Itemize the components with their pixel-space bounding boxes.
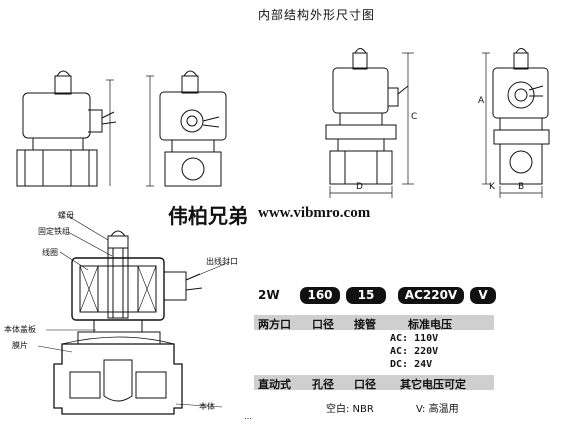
dim-label-b: B xyxy=(518,182,525,192)
voltage-ac110: AC: 110V xyxy=(390,333,439,344)
model-code-seal: V xyxy=(470,287,496,304)
band1-port-size: 口径 xyxy=(312,318,334,331)
model-code-voltage: AC220V xyxy=(398,287,464,304)
spec-band-2: 直动式 孔径 口径 其它电压可定 xyxy=(254,375,494,391)
callout-coil: 线圈 xyxy=(42,248,58,257)
brand-url[interactable]: www.vibmro.com xyxy=(258,205,371,221)
dimensioned-side-view xyxy=(482,48,550,198)
band2-orifice: 孔径 xyxy=(312,378,334,391)
band1-pipe: 接管 xyxy=(354,318,376,331)
band2-direct-acting: 直动式 xyxy=(258,378,291,391)
callout-nut: 螺母 xyxy=(58,211,74,220)
model-code-2w: 2W xyxy=(258,288,280,302)
callout-body-cover: 本体盖板 xyxy=(4,325,36,334)
callout-cable-seal: 出线封口 xyxy=(206,257,238,266)
band1-std-voltage: 标准电压 xyxy=(408,318,452,331)
dim-label-k: K xyxy=(489,182,495,192)
voltage-dc24: DC: 24V xyxy=(390,359,433,370)
callout-body: 本体 xyxy=(199,402,215,411)
band2-port-size: 口径 xyxy=(354,378,376,391)
cut-off-text: … xyxy=(244,412,252,421)
brand-name: 伟柏兄弟 xyxy=(168,204,248,228)
dim-label-d: D xyxy=(356,182,363,192)
cross-section-view xyxy=(37,215,231,415)
dim-label-a: A xyxy=(478,96,485,106)
seal-note-high-temp: V: 高温用 xyxy=(416,404,459,415)
dimensioned-front-view xyxy=(325,48,414,198)
voltage-ac220: AC: 220V xyxy=(390,346,439,357)
front-outline-view xyxy=(16,70,117,187)
band2-other-voltage: 其它电压可定 xyxy=(400,378,466,391)
side-outline-view xyxy=(146,70,227,187)
model-code-orifice: 160 xyxy=(300,287,340,304)
seal-note-nbr: 空白: NBR xyxy=(326,404,374,415)
diagram-title: 内部结构外形尺寸图 xyxy=(258,8,376,22)
dim-label-c: C xyxy=(411,112,418,122)
model-code-port: 15 xyxy=(346,287,386,304)
callout-iron-core: 固定铁组 xyxy=(38,227,70,236)
callout-diaphragm: 膜片 xyxy=(12,341,28,350)
band1-two-way: 两方口 xyxy=(258,318,291,331)
spec-band-1: 两方口 口径 接管 标准电压 xyxy=(254,315,494,331)
